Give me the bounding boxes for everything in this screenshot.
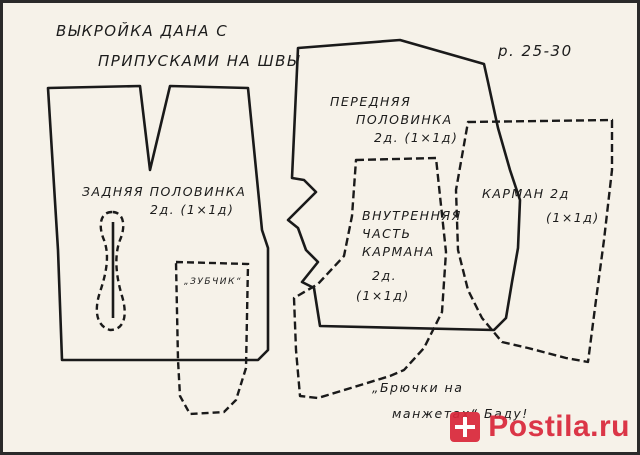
- inner-pocket-label-line-2: ЧАСТЬ: [362, 226, 412, 241]
- pocket-outline: [454, 118, 614, 364]
- caption-line-1: „Брючки на: [372, 380, 463, 395]
- belt-loop-outline: [95, 210, 126, 332]
- zubchik-label: „ЗУБЧИК“: [184, 277, 242, 287]
- watermark-text: Postila.ru: [488, 410, 630, 443]
- title-line-1: ВЫКРОЙКА ДАНА С: [56, 21, 228, 40]
- pocket-label-line-1: КАРМАН 2д: [482, 186, 570, 201]
- title-line-2: ПРИПУСКАМИ НА ШВЫ: [98, 52, 301, 70]
- zubchik-outline: [174, 260, 250, 416]
- inner-pocket-outline: [292, 156, 448, 400]
- back-label-line-2: 2д. (1×1д): [150, 202, 234, 217]
- front-label-line-1: ПЕРЕДНЯЯ: [330, 94, 411, 109]
- postila-watermark: Postila.ru: [400, 407, 630, 447]
- front-half-outline: [286, 38, 522, 332]
- pocket-label-line-2: (1×1д): [546, 210, 600, 225]
- inner-pocket-label-line-5: (1×1д): [356, 288, 410, 303]
- inner-pocket-label-line-4: 2д.: [372, 268, 397, 283]
- front-label-line-3: 2д. (1×1д): [374, 130, 458, 145]
- front-label-line-2: ПОЛОВИНКА: [356, 112, 453, 127]
- plus-logo-icon: [450, 412, 481, 442]
- inner-pocket-label-line-3: КАРМАНА: [362, 244, 435, 259]
- size-label: р. 25-30: [497, 42, 573, 60]
- back-label-line-1: ЗАДНЯЯ ПОЛОВИНКА: [82, 184, 246, 199]
- inner-pocket-label-line-1: ВНУТРЕННЯЯ: [362, 208, 462, 223]
- back-half-outline: [46, 84, 270, 362]
